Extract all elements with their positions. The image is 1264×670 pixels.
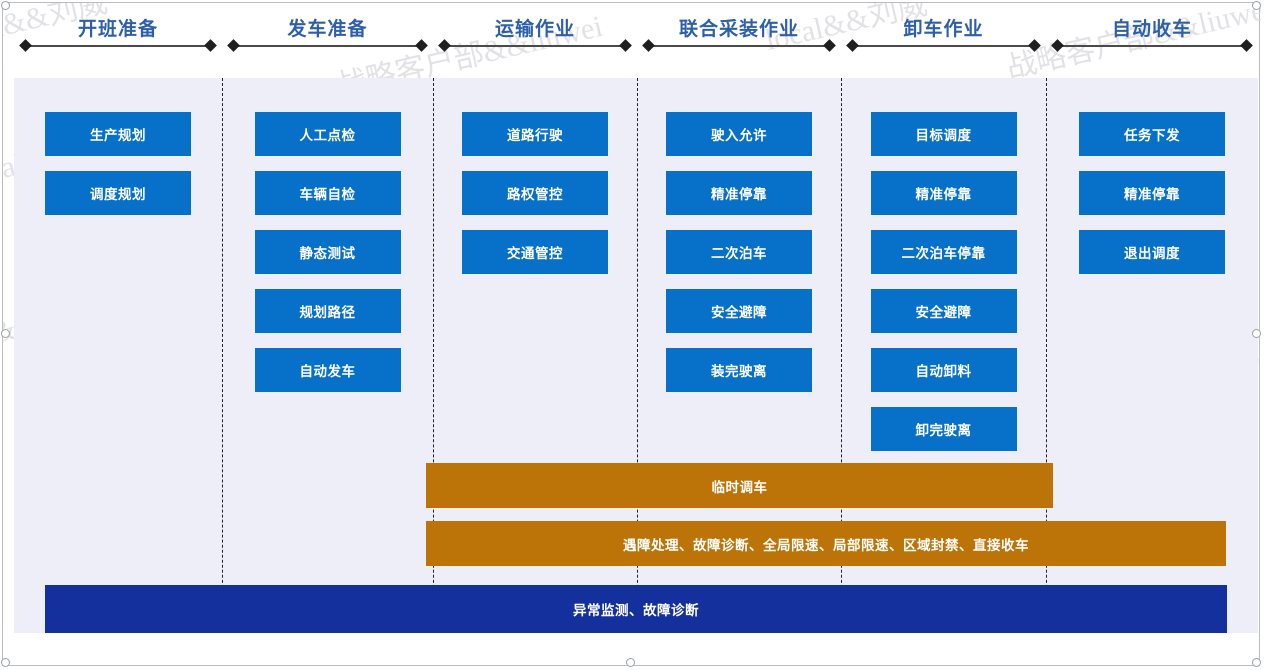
column-divider (637, 78, 638, 633)
process-node[interactable]: 精准停靠 (870, 171, 1017, 215)
process-node[interactable]: 二次泊车停靠 (870, 230, 1017, 274)
diamond-marker-left-icon (438, 39, 451, 52)
rail-line-icon (1060, 45, 1244, 47)
process-node[interactable]: 静态测试 (254, 230, 401, 274)
process-node[interactable]: 道路行驶 (462, 112, 608, 156)
phase-title: 开班准备 (77, 19, 158, 40)
rail-line-icon (651, 45, 827, 47)
diamond-marker-right-icon (823, 39, 836, 52)
resize-handle-top-left[interactable] (1, 1, 10, 10)
rail-line-icon (28, 45, 208, 47)
diamond-marker-left-icon (19, 39, 32, 52)
process-node[interactable]: 自动卸料 (870, 348, 1017, 392)
resize-handle-bottom-left[interactable] (1, 658, 10, 667)
column-divider (433, 78, 434, 633)
phase-arrow-rail (642, 39, 836, 52)
process-node[interactable]: 驶入允许 (666, 112, 812, 156)
process-node[interactable]: 安全避障 (870, 289, 1017, 333)
diamond-marker-right-icon (204, 39, 217, 52)
diamond-marker-left-icon (227, 39, 240, 52)
process-node[interactable]: 交通管控 (462, 230, 608, 274)
process-node[interactable]: 路权管控 (462, 171, 608, 215)
diamond-marker-left-icon (846, 39, 859, 52)
resize-handle-middle-left[interactable] (1, 329, 10, 338)
phase-title: 自动收车 (1111, 19, 1192, 40)
process-node[interactable]: 安全避障 (666, 289, 812, 333)
phase-title: 运输作业 (494, 19, 575, 40)
process-node[interactable]: 规划路径 (254, 289, 401, 333)
phase-arrow-rail (227, 39, 428, 52)
process-node[interactable]: 人工点检 (254, 112, 401, 156)
phase-2[interactable]: 发车准备 (222, 3, 433, 76)
process-node[interactable]: 调度规划 (45, 171, 191, 215)
resize-handle-top-right[interactable] (1252, 1, 1261, 10)
column-divider (1046, 78, 1047, 633)
process-node[interactable]: 退出调度 (1079, 230, 1225, 274)
process-node[interactable]: 生产规划 (45, 112, 191, 156)
phase-arrow-rail (438, 39, 632, 52)
resize-handle-middle-right[interactable] (1252, 329, 1261, 338)
phase-5[interactable]: 卸车作业 (841, 3, 1046, 76)
process-node[interactable]: 车辆自检 (254, 171, 401, 215)
diamond-marker-right-icon (415, 39, 428, 52)
process-node[interactable]: 卸完驶离 (870, 407, 1017, 451)
phase-header: 开班准备 发车准备 运输作业 联合采装作业 卸车作业 自动收车 (3, 3, 1261, 76)
phase-arrow-rail (846, 39, 1041, 52)
phase-1[interactable]: 开班准备 (14, 3, 222, 76)
phase-3[interactable]: 运输作业 (433, 3, 637, 76)
process-node[interactable]: 精准停靠 (666, 171, 812, 215)
process-node[interactable]: 目标调度 (870, 112, 1017, 156)
phase-4[interactable]: 联合采装作业 (637, 3, 841, 76)
wide-bar-exception-handle[interactable]: 遇障处理、故障诊断、全局限速、局部限速、区域封禁、直接收车 (426, 521, 1226, 566)
resize-handle-bottom-right[interactable] (1252, 658, 1261, 667)
process-node[interactable]: 精准停靠 (1079, 171, 1225, 215)
phase-title: 联合采装作业 (678, 19, 799, 40)
phase-title: 发车准备 (287, 19, 368, 40)
process-node[interactable]: 任务下发 (1079, 112, 1225, 156)
phase-arrow-rail (19, 39, 217, 52)
diamond-marker-left-icon (1051, 39, 1064, 52)
diamond-marker-right-icon (1028, 39, 1041, 52)
rail-line-icon (855, 45, 1032, 47)
resize-handle-bottom-center[interactable] (626, 658, 635, 667)
phase-arrow-rail (1051, 39, 1253, 52)
diamond-marker-right-icon (619, 39, 632, 52)
rail-line-icon (447, 45, 623, 47)
process-node[interactable]: 二次泊车 (666, 230, 812, 274)
column-divider (222, 78, 223, 633)
process-node[interactable]: 装完驶离 (666, 348, 812, 392)
phase-6[interactable]: 自动收车 (1046, 3, 1258, 76)
diamond-marker-left-icon (642, 39, 655, 52)
process-node[interactable]: 自动发车 (254, 348, 401, 392)
column-divider (841, 78, 842, 633)
rail-line-icon (236, 45, 419, 47)
process-board: 生产规划调度规划 人工点检车辆自检静态测试规划路径自动发车 道路行驶路权管控交通管控… (14, 78, 1258, 633)
phase-title: 卸车作业 (903, 19, 984, 40)
wide-bar-temp-dispatch[interactable]: 临时调车 (426, 463, 1053, 508)
wide-bar-monitoring[interactable]: 异常监测、故障诊断 (45, 585, 1227, 633)
diamond-marker-right-icon (1240, 39, 1253, 52)
